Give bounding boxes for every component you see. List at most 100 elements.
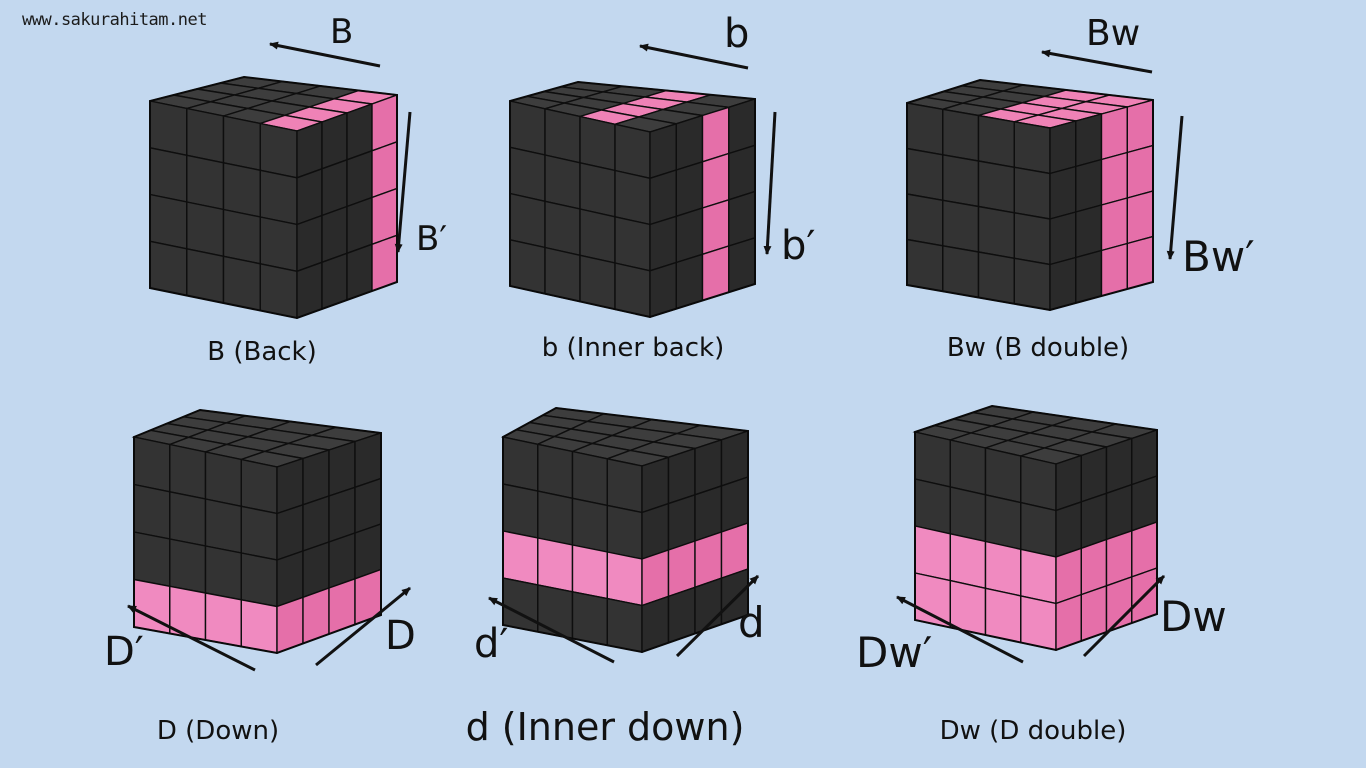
right-sticker (1080, 446, 1108, 503)
right-sticker (1049, 211, 1077, 266)
left-sticker (606, 597, 643, 653)
right-sticker (1049, 120, 1077, 175)
left-sticker (222, 208, 261, 265)
right-sticker (1126, 144, 1154, 199)
left-sticker (1013, 257, 1051, 311)
right-sticker (675, 160, 704, 218)
left-sticker (509, 192, 546, 249)
caption-d-inner-down: d (Inner down) (465, 705, 745, 749)
left-sticker (186, 247, 225, 304)
right-sticker (1080, 492, 1108, 550)
label-d-inner-prime: d′ (474, 621, 509, 667)
right-sticker (649, 261, 677, 318)
cube-b-back (149, 75, 398, 320)
left-sticker (984, 447, 1022, 504)
left-sticker (169, 538, 207, 594)
right-sticker (675, 114, 704, 171)
left-sticker (186, 107, 225, 164)
label-bw-prime: Bw′ (1182, 232, 1255, 281)
left-sticker (222, 115, 261, 172)
left-sticker (502, 436, 539, 492)
left-sticker (169, 490, 207, 547)
left-sticker (133, 531, 171, 588)
left-sticker (906, 238, 944, 293)
left-sticker (186, 201, 225, 258)
left-sticker (1013, 120, 1051, 175)
left-sticker (906, 102, 944, 156)
arrow-up-right-icon (675, 574, 760, 658)
left-sticker (579, 208, 616, 264)
right-sticker (1105, 483, 1133, 541)
left-sticker (1020, 548, 1057, 605)
left-sticker (204, 545, 243, 601)
right-sticker (1105, 437, 1133, 495)
cube-outline (509, 80, 756, 319)
right-sticker (728, 236, 756, 294)
left-sticker (544, 107, 581, 164)
left-sticker (614, 262, 651, 318)
left-sticker (914, 572, 951, 629)
left-sticker (977, 114, 1015, 169)
left-sticker (222, 255, 261, 312)
right-sticker (1100, 197, 1129, 252)
right-sticker (1049, 165, 1077, 220)
cube-outline (133, 408, 382, 655)
caption-b-inner-back: b (Inner back) (541, 333, 725, 363)
right-sticker (276, 457, 304, 515)
right-sticker (1126, 190, 1154, 245)
cube-bw-b-double (906, 78, 1154, 312)
cubes-layer (131, 75, 1158, 655)
left-sticker (579, 161, 616, 218)
left-sticker (1020, 455, 1057, 512)
right-sticker (667, 447, 696, 505)
cube-outline (914, 404, 1158, 652)
right-sticker (675, 207, 704, 264)
right-sticker (701, 152, 730, 209)
left-sticker (1013, 211, 1051, 266)
left-sticker (259, 216, 298, 273)
label-d-inner: d (738, 598, 765, 647)
cube-outline (149, 75, 398, 320)
caption-b-back: B (Back) (207, 337, 317, 367)
left-sticker (537, 490, 574, 546)
label-bw: Bw (1086, 13, 1141, 54)
cube-d-inner-down (500, 406, 749, 654)
left-sticker (614, 215, 651, 272)
right-sticker (728, 98, 756, 155)
right-sticker (649, 122, 677, 180)
left-sticker (571, 497, 608, 553)
left-sticker (537, 537, 574, 593)
left-sticker (606, 457, 643, 514)
label-b-prime: B′ (416, 219, 448, 259)
cube-d-down (131, 408, 382, 655)
left-sticker (204, 498, 243, 554)
left-sticker (1013, 166, 1051, 220)
left-sticker (977, 160, 1015, 214)
left-sticker (544, 246, 581, 303)
left-sticker (133, 436, 171, 493)
arrow-down-icon (763, 111, 777, 255)
left-sticker (949, 439, 987, 496)
arrow-down-icon (1166, 115, 1184, 260)
left-sticker (502, 530, 539, 586)
left-sticker (942, 199, 980, 253)
left-sticker (186, 154, 225, 211)
right-sticker (328, 440, 356, 497)
left-sticker (984, 493, 1022, 551)
left-sticker (942, 244, 980, 299)
left-sticker (579, 254, 616, 311)
cube-dw-d-double (912, 404, 1158, 652)
left-sticker (984, 587, 1022, 644)
cube-b-inner-back (509, 80, 756, 319)
left-sticker (544, 154, 581, 210)
left-sticker (571, 544, 608, 600)
left-sticker (259, 262, 298, 319)
left-sticker (149, 100, 188, 157)
left-sticker (509, 146, 546, 203)
arrow-up-left-icon (896, 595, 1024, 664)
left-sticker (169, 585, 207, 641)
label-dw: Dw (1160, 592, 1227, 641)
arrow-up-right-icon (315, 586, 411, 667)
right-sticker (1055, 454, 1083, 512)
